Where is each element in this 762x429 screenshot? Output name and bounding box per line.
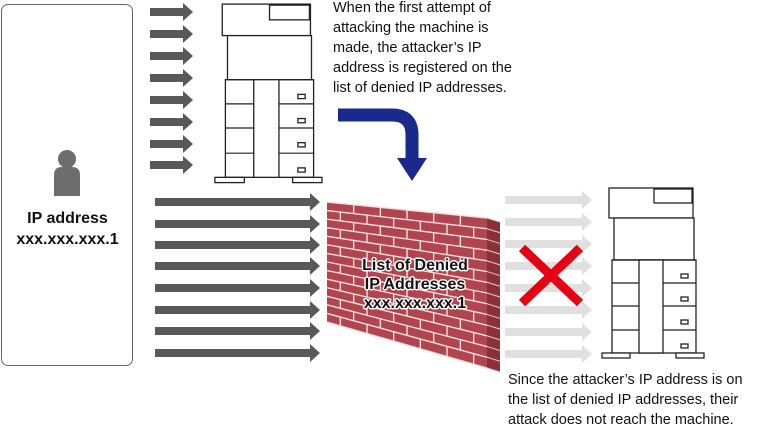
attacker-ip: xxx.xxx.xxx.1 — [16, 231, 119, 248]
arrow — [150, 113, 193, 131]
caption-line: the list of denied IP addresses, their — [508, 392, 739, 408]
top-caption: When the first attempt of attacking the … — [333, 0, 512, 98]
arrow — [505, 213, 592, 231]
arrow — [505, 235, 592, 253]
arrow — [150, 135, 193, 153]
caption-line: Since the attacker’s IP address is on — [508, 372, 743, 388]
attack-arrows-top — [150, 3, 193, 174]
arrow — [155, 301, 320, 319]
arrow — [150, 47, 193, 65]
wall-ip: xxx.xxx.xxx.1 — [363, 295, 467, 312]
caption-line: made, the attacker’s IP — [333, 40, 482, 56]
arrow — [505, 257, 592, 275]
arrow — [155, 279, 320, 297]
arrow — [505, 191, 592, 209]
arrow — [150, 69, 193, 87]
arrow — [155, 215, 320, 233]
arrow — [505, 345, 592, 363]
arrow — [150, 3, 193, 21]
attacker-label: IP address — [27, 210, 108, 227]
printer-icon-top — [214, 3, 323, 184]
attack-arrows-to-wall — [155, 193, 320, 362]
printer-icon-bottom — [601, 187, 705, 359]
attacker-box — [1, 4, 133, 366]
brick-wall-icon — [326, 201, 501, 373]
arrow — [505, 279, 592, 297]
arrow — [150, 156, 193, 174]
wall-title-1: List of Denied — [362, 257, 468, 274]
blocked-x-icon — [518, 244, 584, 307]
arrow — [155, 193, 320, 211]
blocked-arrows — [505, 191, 592, 363]
arrow — [150, 91, 193, 109]
arrow — [155, 257, 320, 275]
caption-line: address is registered on the — [333, 60, 512, 76]
caption-line: When the first attempt of — [333, 0, 491, 16]
curved-arrow-icon — [338, 108, 427, 181]
person-icon — [54, 150, 80, 196]
caption-line: list of denied IP addresses. — [333, 80, 507, 96]
caption-line: attack does not reach the machine. — [508, 412, 734, 428]
bottom-caption: Since the attacker’s IP address is on th… — [508, 370, 743, 429]
wall-title-2: IP Addresses — [364, 276, 466, 293]
arrow — [150, 25, 193, 43]
arrow — [155, 236, 320, 254]
arrow — [155, 344, 320, 362]
caption-line: attacking the machine is — [333, 20, 489, 36]
arrow — [505, 323, 592, 341]
arrow — [505, 301, 592, 319]
arrow — [155, 322, 320, 340]
